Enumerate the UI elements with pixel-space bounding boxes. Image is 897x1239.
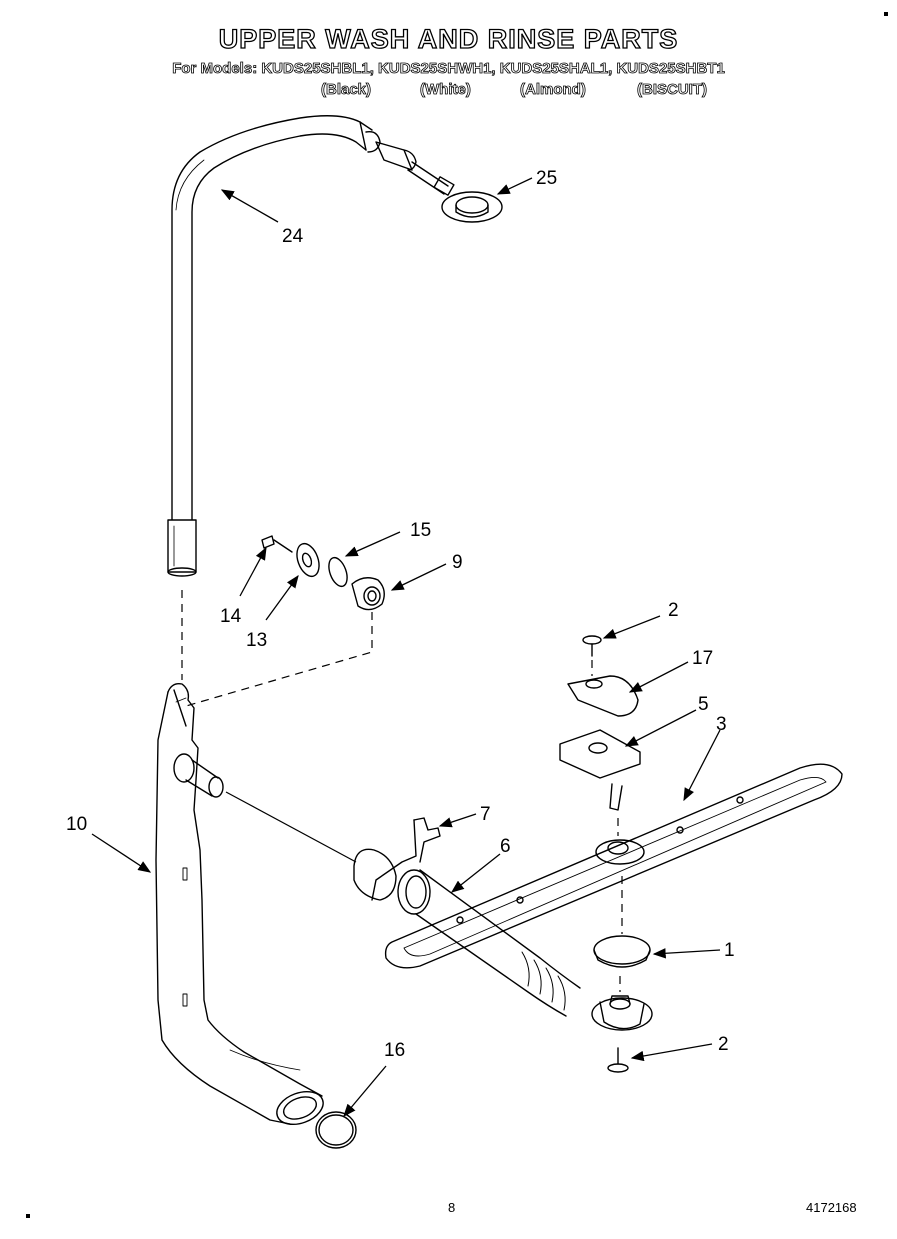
part-number: 4172168 <box>806 1200 857 1215</box>
registration-mark <box>26 1214 30 1218</box>
callout-14: 14 <box>220 606 242 627</box>
assembly-dashed-lines <box>181 590 623 992</box>
callout-17: 17 <box>692 648 713 669</box>
callout-15: 15 <box>410 520 431 541</box>
arm-mount-parts <box>559 675 641 811</box>
o-ring-inner <box>318 1114 354 1146</box>
lower-spray-arm <box>384 763 843 969</box>
callout-9: 9 <box>452 552 463 573</box>
callout-24: 24 <box>282 226 304 247</box>
o-ring <box>315 1111 357 1149</box>
small-hardware <box>261 535 385 611</box>
callout-1: 1 <box>724 940 735 961</box>
connector-line <box>225 791 357 863</box>
callout-3: 3 <box>716 714 727 735</box>
callout-13: 13 <box>246 630 267 651</box>
color-label-biscuit: (BISCUIT) <box>637 81 708 99</box>
callout-2-upper: 2 <box>668 600 679 621</box>
color-label-white: (White) <box>420 81 472 99</box>
leader-arrows <box>91 177 721 1117</box>
bearing-ring-side <box>593 949 651 968</box>
color-label-almond: (Almond) <box>520 81 587 99</box>
callout-2-lower: 2 <box>718 1034 729 1055</box>
upper-supply-tube <box>167 115 381 577</box>
registration-mark <box>884 12 888 16</box>
models-line: For Models: KUDS25SHBL1, KUDS25SHWH1, KU… <box>172 60 725 78</box>
callout-25: 25 <box>536 168 557 189</box>
manifold-and-clip <box>353 817 653 1031</box>
callout-16: 16 <box>384 1040 405 1061</box>
callout-7: 7 <box>480 804 491 825</box>
page-title: UPPER WASH AND RINSE PARTS <box>218 23 679 54</box>
feed-tube-assembly <box>155 682 324 1126</box>
bearing-ring <box>593 935 651 965</box>
callout-10: 10 <box>66 814 87 835</box>
arm-screws <box>582 635 629 1073</box>
callout-6: 6 <box>500 836 511 857</box>
callout-5: 5 <box>698 694 709 715</box>
upper-spray-nozzle <box>375 141 503 223</box>
color-label-black: (Black) <box>321 81 372 99</box>
page-number: 8 <box>448 1200 456 1215</box>
